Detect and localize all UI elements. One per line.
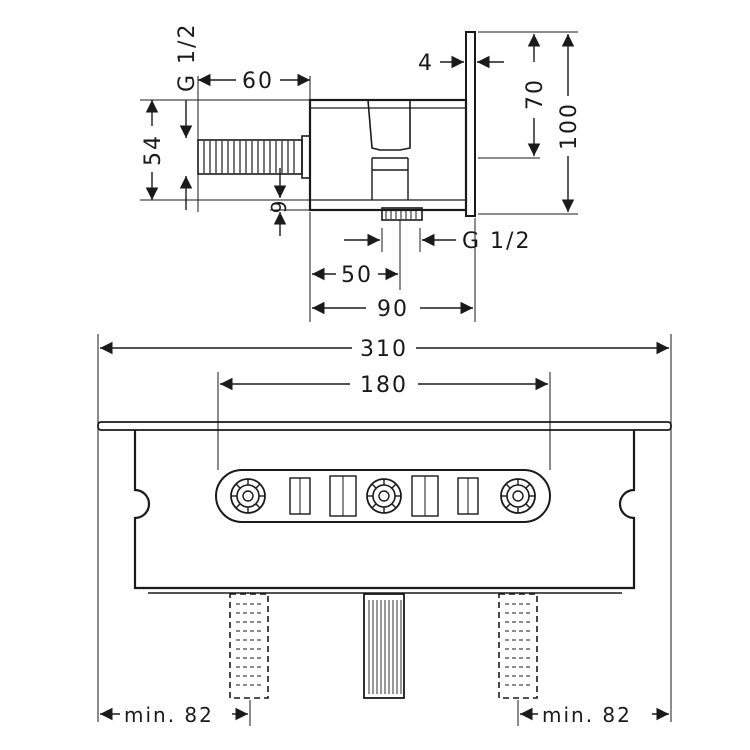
dim-outlet-offset: 50: [341, 263, 373, 288]
valve-right-spoke: [525, 483, 531, 489]
dim-plate-thickness: 4: [418, 51, 434, 76]
dim-plate-height: 100: [557, 102, 582, 150]
valve-center-spoke: [391, 503, 397, 509]
side-view: 60 G 1/2 54 9 4 70 100 G 1/2 50: [140, 23, 582, 322]
pipe-right: [498, 593, 538, 699]
dim-thread-inlet: G 1/2: [175, 23, 200, 92]
valve-right-spoke: [505, 503, 511, 509]
side-outlet-thread-lines: [385, 209, 417, 219]
dim-min-right: min. 82: [542, 703, 632, 727]
valve-center-spoke: [371, 503, 377, 509]
front-pipes: [229, 593, 538, 699]
front-view: 310 180 min. 82 min. 82: [97, 334, 672, 727]
side-inlet-thread-lines: [203, 141, 295, 173]
side-outlet-thread: [381, 207, 423, 221]
front-top-plate: [97, 421, 672, 431]
dim-overall-width: 310: [360, 337, 408, 362]
dim-inlet-offset: 9: [267, 199, 291, 214]
dim-inlet-height: 54: [141, 134, 166, 166]
valve-center-spoke: [371, 483, 377, 489]
side-wall-plate: [465, 31, 476, 217]
side-body: [308, 98, 468, 212]
dim-hole-spacing: 180: [360, 373, 408, 398]
dim-inlet-length: 60: [242, 69, 274, 94]
dim-body-depth: 90: [377, 297, 409, 322]
side-inlet-thread: [197, 139, 303, 175]
valve-center-inner-ring: [372, 484, 396, 508]
valve-left-spoke: [255, 503, 261, 509]
side-cartridge: [367, 99, 411, 151]
dim-body-height: 70: [523, 78, 548, 110]
front-slot: [215, 469, 551, 523]
valve-left-hub: [242, 490, 254, 502]
valve-left-inner-ring: [236, 484, 260, 508]
valve-left-spoke: [255, 483, 261, 489]
valve-right-inner-ring: [506, 484, 530, 508]
front-body: [133, 430, 636, 590]
valve-left-spoke: [235, 503, 241, 509]
valve-right-spoke: [525, 503, 531, 509]
dim-thread-outlet: G 1/2: [462, 229, 531, 254]
pipe-left: [229, 593, 269, 699]
dim-min-left: min. 82: [124, 703, 214, 727]
front-valves: [230, 475, 536, 517]
valve-center-hub: [378, 490, 390, 502]
valve-left-spoke: [235, 483, 241, 489]
valve-right-spoke: [505, 483, 511, 489]
pipe-center: [363, 593, 405, 699]
valve-right-hub: [512, 490, 524, 502]
valve-center-spoke: [391, 483, 397, 489]
